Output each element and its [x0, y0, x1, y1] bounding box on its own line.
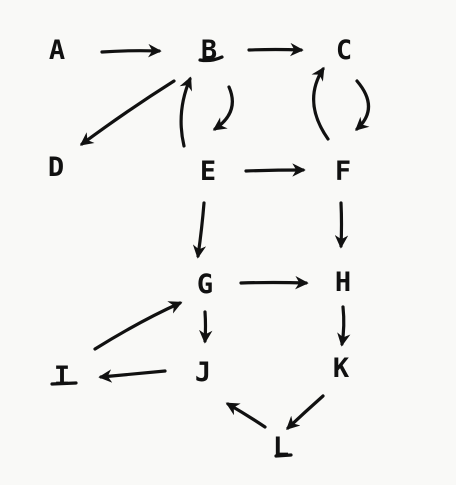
edge-c-f — [355, 79, 371, 131]
edge-i-g — [93, 301, 183, 351]
edge-a-b — [100, 43, 162, 58]
node-g: G — [197, 269, 213, 300]
edge-b-c — [247, 42, 304, 57]
edge-e-f — [244, 163, 306, 177]
node-l: L — [273, 432, 289, 463]
node-a: A — [49, 35, 65, 66]
node-k: K — [333, 353, 350, 384]
edge-b-d — [79, 79, 176, 146]
edge-j-i — [98, 369, 167, 383]
edge-e-g — [192, 201, 207, 259]
node-h: H — [335, 267, 351, 298]
node-e: E — [200, 156, 216, 187]
node-f: F — [335, 156, 351, 187]
edge-b-e — [212, 85, 234, 131]
node-j: J — [195, 357, 211, 388]
edge-f-c — [311, 66, 330, 141]
node-b: B — [201, 35, 217, 66]
edge-g-h — [239, 275, 309, 290]
node-d: D — [48, 152, 64, 183]
edge-f-h — [334, 201, 349, 249]
edge-e-b — [179, 76, 192, 148]
node-b-underline-stroke — [198, 55, 224, 63]
edge-g-j — [199, 310, 213, 344]
edge-k-l — [286, 394, 325, 430]
node-i: I — [54, 361, 70, 392]
node-c: C — [336, 35, 352, 66]
node-l-foot-stroke — [274, 453, 293, 458]
edge-l-j — [225, 402, 267, 429]
node-i-bottom-stroke — [50, 381, 78, 386]
edge-h-k — [337, 305, 351, 347]
